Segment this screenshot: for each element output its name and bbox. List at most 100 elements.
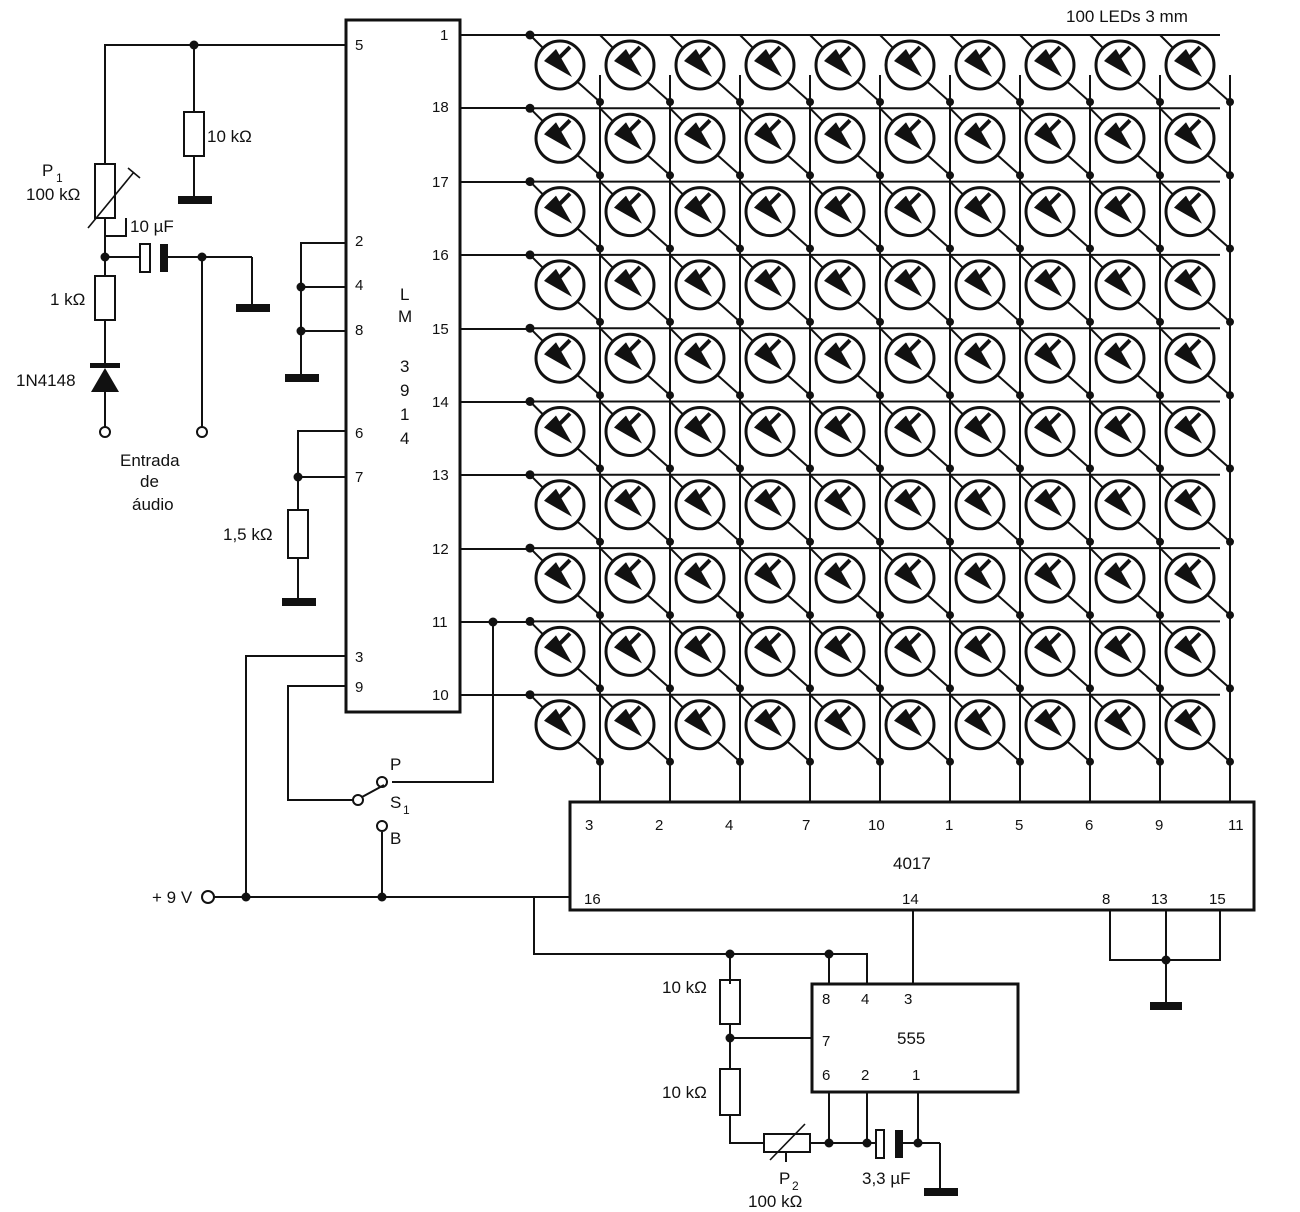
led: [599, 254, 674, 326]
lm3914-pin-16: 16: [432, 247, 449, 264]
led: [529, 34, 604, 106]
led: [1019, 254, 1094, 326]
switch-b-label: B: [390, 829, 401, 848]
led: [809, 620, 884, 693]
led: [1159, 474, 1234, 546]
led: [1019, 107, 1094, 180]
r-10k-top-label: 10 kΩ: [207, 127, 252, 146]
led: [529, 180, 604, 253]
lm3914-pin-10: 10: [432, 687, 449, 704]
p2-sub-label: 2: [792, 1179, 799, 1193]
ic4017-pin-5: 5: [1015, 817, 1023, 834]
c-10uf-label: 10 µF: [130, 217, 174, 236]
ic4017-pin-9: 9: [1155, 817, 1163, 834]
led: [1019, 547, 1094, 620]
column-wires: [599, 692, 1231, 802]
led: [739, 254, 814, 326]
p1-sub-label: 1: [56, 171, 63, 185]
led: [599, 107, 674, 180]
led: [599, 620, 674, 693]
led: [1089, 327, 1164, 400]
led: [1089, 400, 1164, 473]
lm3914-pin-18: 18: [432, 99, 449, 116]
lm3914-pin-8: 8: [355, 322, 363, 339]
ic4017-pin-13: 13: [1151, 891, 1168, 908]
ic4017-name: 4017: [893, 854, 931, 873]
led: [739, 693, 814, 766]
ic4017-pin-10: 10: [868, 817, 885, 834]
led: [809, 180, 884, 253]
led: [669, 107, 744, 180]
lm3914-label-3: 3: [400, 357, 409, 376]
ic4017-pin-14: 14: [902, 891, 919, 908]
led: [739, 34, 814, 106]
led: [949, 620, 1024, 693]
ic555-pin-8: 8: [822, 991, 830, 1008]
led: [1159, 107, 1234, 180]
ic555-pin-3: 3: [904, 991, 912, 1008]
ic-4017: 4017 3 2 4 7 10 1 5 6 9 11 16 14 8 13 15: [568, 800, 1256, 912]
led: [739, 400, 814, 473]
led: [669, 34, 744, 106]
led: [1089, 693, 1164, 766]
lm3914-label-9: 9: [400, 381, 409, 400]
led: [669, 180, 744, 253]
r-1k-label: 1 kΩ: [50, 290, 85, 309]
led: [879, 107, 954, 180]
led: [1019, 620, 1094, 693]
led: [1089, 34, 1164, 106]
ic4017-pin-1: 1: [945, 817, 953, 834]
led: [809, 400, 884, 473]
r-10k-b-label: 10 kΩ: [662, 1083, 707, 1102]
led: [879, 254, 954, 326]
ic4017-pin-2: 2: [655, 817, 663, 834]
lm3914-pin-13: 13: [432, 467, 449, 484]
led: [529, 254, 604, 326]
led: [949, 254, 1024, 326]
led: [739, 327, 814, 400]
led: [599, 34, 674, 106]
audio-input-line3: áudio: [132, 495, 174, 514]
audio-input-line2: de: [140, 472, 159, 491]
ic555-name: 555: [897, 1029, 925, 1048]
lm3914-label-1: 1: [400, 405, 409, 424]
led: [879, 693, 954, 766]
lm3914-pin-5: 5: [355, 37, 363, 54]
led: [599, 693, 674, 766]
led: [949, 400, 1024, 473]
led: [1019, 693, 1094, 766]
p2-value: 100 kΩ: [748, 1192, 802, 1211]
led: [809, 34, 884, 106]
led: [809, 547, 884, 620]
led: [529, 400, 604, 473]
led: [529, 620, 604, 693]
lm3914-pin-15: 15: [432, 321, 449, 338]
led: [1089, 620, 1164, 693]
ic4017-pin-4: 4: [725, 817, 733, 834]
ic-555: 555 8 4 3 7 6 2 1: [810, 982, 1020, 1094]
led: [529, 474, 604, 546]
led: [879, 34, 954, 106]
led: [529, 327, 604, 400]
led: [1089, 107, 1164, 180]
led: [1019, 327, 1094, 400]
r-10k-a-label: 10 kΩ: [662, 978, 707, 997]
r-1-5k-label: 1,5 kΩ: [223, 525, 273, 544]
led: [1089, 254, 1164, 326]
ic4017-pin-11: 11: [1228, 817, 1244, 834]
led: [809, 107, 884, 180]
lm3914-label-m: M: [398, 307, 412, 326]
led: [739, 620, 814, 693]
lm3914-pin-7: 7: [355, 469, 363, 486]
led: [1019, 180, 1094, 253]
switch-p-label: P: [390, 755, 401, 774]
led: [1159, 254, 1234, 326]
lm3914-pin-6: 6: [355, 425, 363, 442]
row-wires: [392, 34, 530, 783]
led: [949, 107, 1024, 180]
ic4017-pin-15: 15: [1209, 891, 1226, 908]
led: [1159, 400, 1234, 473]
ic4017-pin-6: 6: [1085, 817, 1093, 834]
led: [669, 693, 744, 766]
